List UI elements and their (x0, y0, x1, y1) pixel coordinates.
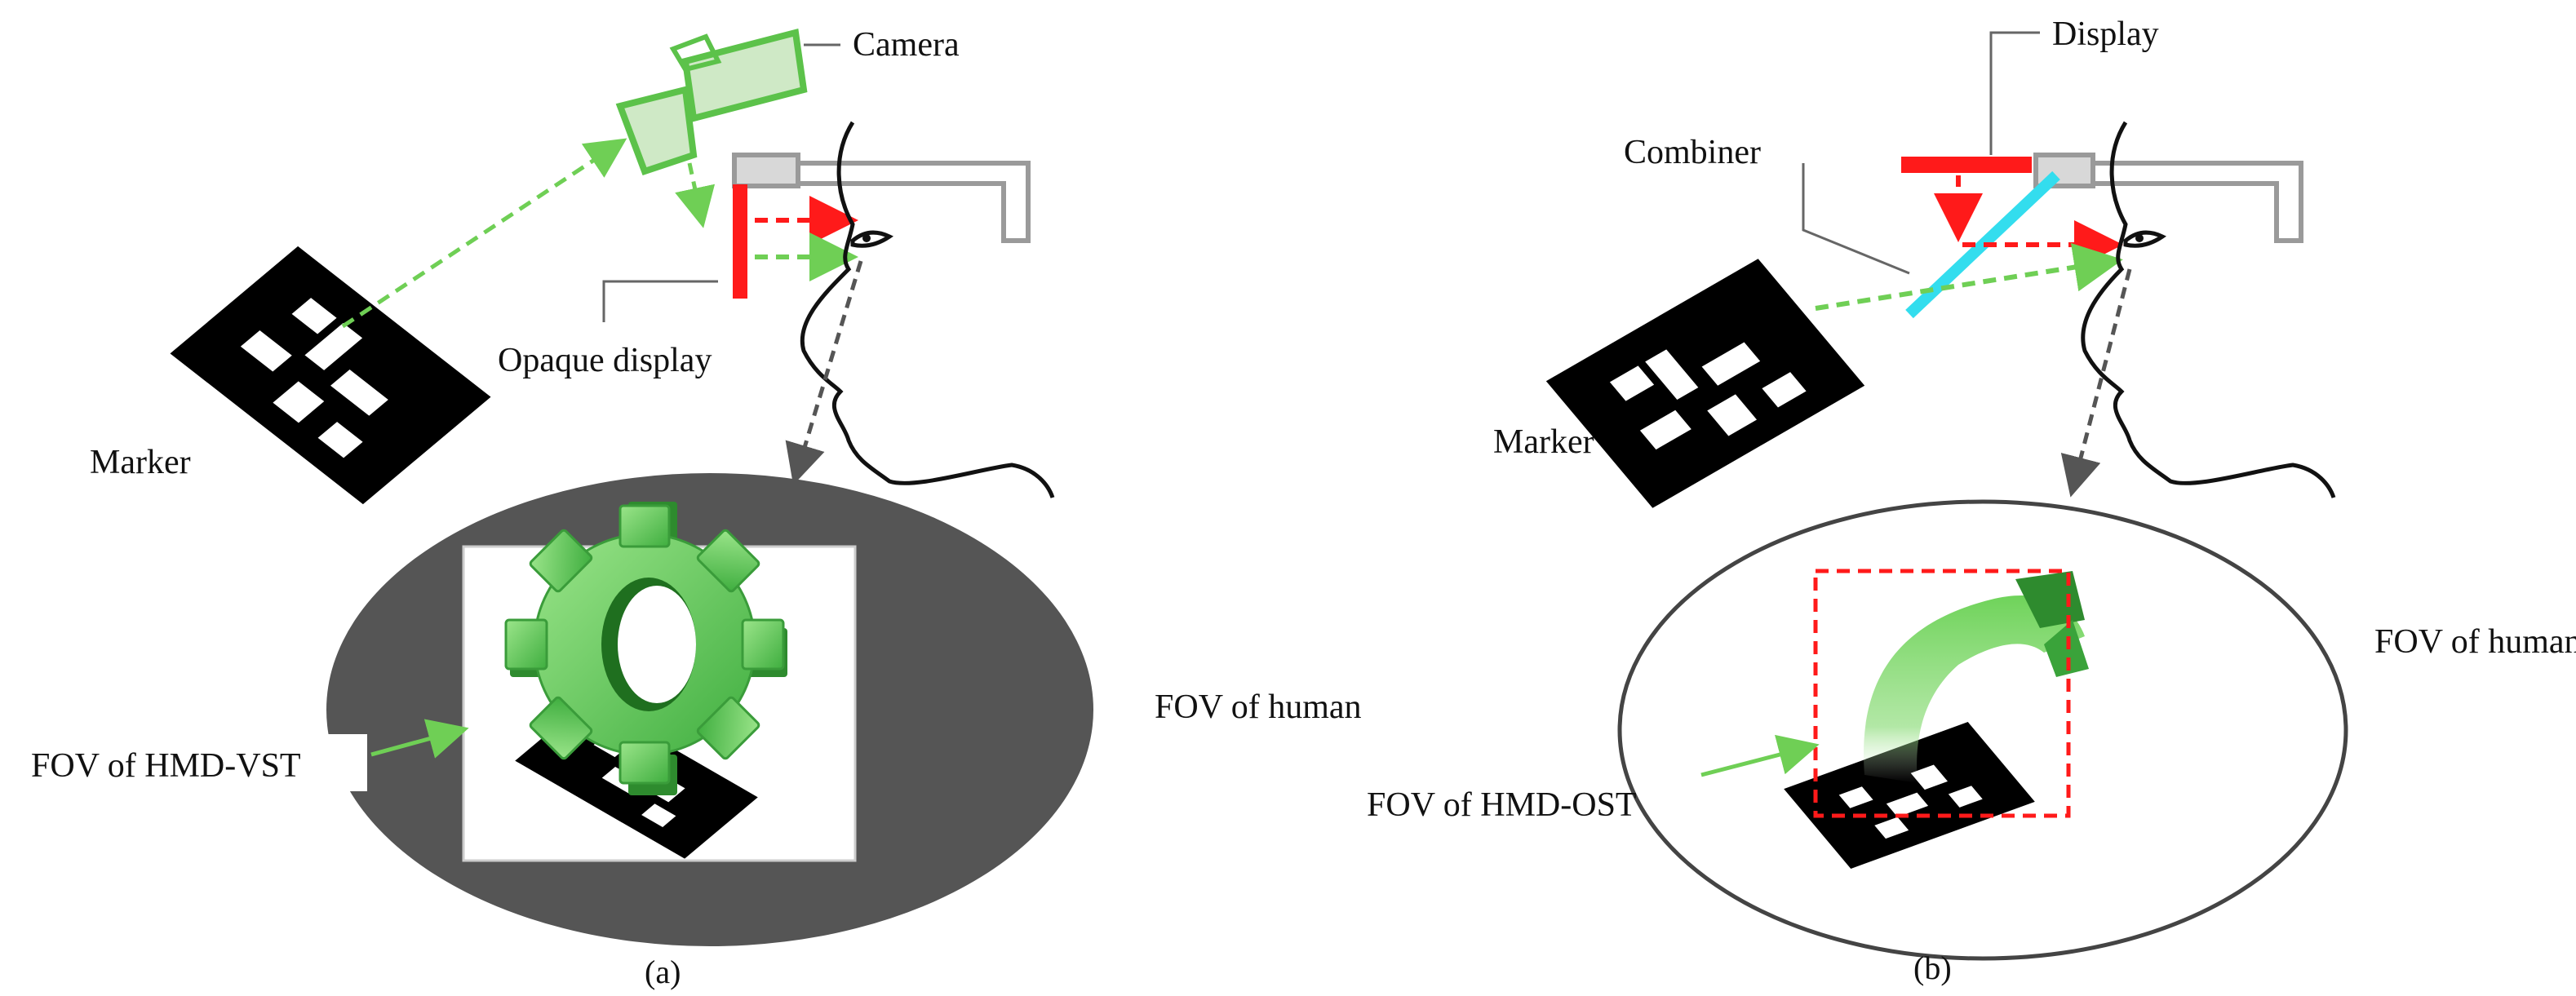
fiducial-marker-icon (1545, 259, 1865, 508)
hmd-frame-icon (732, 153, 1031, 243)
eye-to-fov-arrow (785, 260, 863, 485)
fov-hmd-vst-arrow (370, 719, 469, 759)
marker-label-a: Marker (90, 444, 191, 481)
gear-icon (504, 502, 787, 795)
camera-label: Camera (853, 26, 960, 64)
fiducial-marker-icon (1784, 722, 2035, 869)
caption-b: (b) (1913, 950, 1952, 986)
eye-icon (2123, 230, 2166, 248)
opaque-display-bar (733, 184, 747, 299)
display-leader (1989, 31, 2040, 155)
camera-icon (615, 29, 808, 176)
fov-hmd-ost-label: FOV of HMD-OST (1367, 786, 1637, 824)
fiducial-marker-icon (170, 246, 491, 505)
combiner-leader (1802, 163, 1910, 275)
panel-b: Display Combiner Marker (1367, 15, 2576, 986)
combiner-glass (1905, 170, 2060, 319)
display-label: Display (2052, 15, 2159, 53)
hmd-frame-icon (2033, 153, 2303, 243)
fov-hmd-vst-label: FOV of HMD-VST (31, 747, 301, 785)
combiner-label: Combiner (1624, 134, 1761, 171)
fov-human-label-a: FOV of human (1155, 688, 1362, 726)
panel-a: Camera Opaque display Marker (16, 26, 1362, 990)
fov-hmd-label-bg-a (16, 734, 367, 791)
marker-to-eye-arrow (1815, 242, 2123, 311)
face-profile-icon (800, 121, 1055, 498)
opaque-display-leader (602, 280, 718, 322)
marker-label-b: Marker (1493, 423, 1594, 461)
fov-human-ellipse-b (1617, 499, 2348, 961)
camera-to-display-arrow (675, 162, 716, 228)
eye-icon (850, 230, 893, 248)
marker-to-camera-arrow (341, 138, 627, 329)
fov-human-label-b: FOV of human (2374, 623, 2576, 661)
eye-to-fov-arrow (2060, 268, 2132, 498)
opaque-display-label: Opaque display (498, 342, 712, 379)
fov-hmd-ost-rect (1813, 569, 2071, 818)
fov-hmd-ost-arrow (1700, 734, 1820, 777)
display-bar (1901, 157, 2032, 173)
caption-a: (a) (645, 954, 681, 990)
face-profile-icon (2081, 121, 2336, 498)
